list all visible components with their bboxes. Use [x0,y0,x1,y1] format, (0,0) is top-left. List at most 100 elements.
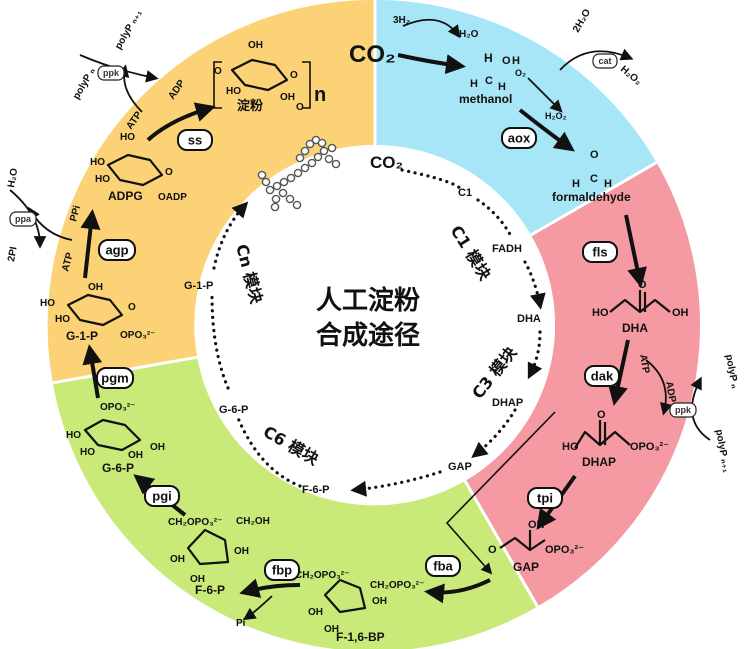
svg-text:ss: ss [188,133,202,148]
cycle-g6p: G-6-P [219,404,248,416]
svg-text:O: O [128,302,136,313]
svg-text:H: H [512,55,520,67]
dak-badge: dak [584,365,620,387]
f6p-label: F-6-P [195,583,225,597]
svg-text:aox: aox [508,131,531,146]
svg-text:HO: HO [40,298,55,309]
opo3-dhap: OPO₃²⁻ [630,441,669,453]
svg-text:O: O [296,102,304,113]
svg-text:fbp: fbp [272,563,292,578]
starch-label: 淀粉 [237,98,263,114]
svg-text:O: O [502,55,511,67]
svg-text:O: O [290,70,298,81]
polyp-n1-left: polyP ₙ₊₁ [113,8,144,51]
cycle-dhap: DHAP [492,397,523,409]
polyp-n-right: polyP ₙ [723,354,740,390]
ppk-badge-right: ppk [669,402,697,418]
svg-text:OH: OH [170,554,185,565]
svg-text:fba: fba [433,559,453,574]
polyp-n1-right: polyP ₙ₊₁ [713,429,731,474]
svg-text:O: O [488,544,497,556]
svg-text:pgm: pgm [101,371,128,386]
svg-text:H: H [604,178,612,190]
svg-text:OH: OH [128,450,143,461]
svg-text:OH: OH [234,546,249,557]
amylopectin-icon [257,135,341,212]
c6-module: fba CH₂OPO₃²⁻ CH₂OPO₃²⁻ OH OH OH F-1,6-B… [66,402,556,644]
svg-text:HO: HO [90,157,105,168]
svg-text:OH: OH [308,607,323,618]
svg-text:fls: fls [592,245,607,260]
svg-text:agp: agp [105,243,128,258]
title-line2: 合成途径 [316,320,420,351]
cycle-co2: CO₂ [370,153,403,172]
inner-circle [195,145,555,505]
ppk-badge-left: ppk [97,65,125,81]
ppi: PPi [68,204,83,223]
tpi-badge: tpi [527,487,563,509]
c6-sector [52,357,538,649]
aox-badge: aox [501,127,537,149]
cat-badge: cat [592,53,618,69]
svg-text:ppa: ppa [15,214,32,224]
cycle-fadh: FADH [492,243,522,255]
svg-text:OH: OH [190,574,205,585]
adpg-label: ADPG [108,189,143,203]
fbp-badge: fbp [264,559,300,581]
svg-text:pgi: pgi [152,489,172,504]
co2-red: CO₂ [349,41,396,68]
svg-text:O: O [590,149,599,161]
cycle-dha: DHA [517,313,541,325]
ch2opo3-f6p: CH₂OPO₃²⁻ [168,517,222,528]
f16bp-label: F-1,6-BP [336,630,385,644]
svg-text:HO: HO [66,430,81,441]
svg-text:OH: OH [150,442,165,453]
svg-text:dak: dak [591,369,614,384]
dhap-label: DHAP [582,455,616,469]
svg-text:OH: OH [88,282,103,293]
atp-right: ATP [637,354,651,375]
o2: O₂ [515,68,526,78]
polyp-n-left: polyP ₙ [71,66,98,102]
h2o2-cat: H₂O₂ [618,64,643,88]
g1p-label: G-1-P [66,329,98,343]
svg-text:HO: HO [592,307,609,319]
svg-text:C: C [485,75,493,87]
fba-badge: fba [425,555,461,577]
two-pi: 2PI [6,246,19,263]
svg-text:C: C [590,173,598,185]
cycle-gap: GAP [448,461,472,473]
svg-text:HO: HO [80,447,95,458]
opo3-gap: OPO₃²⁻ [545,544,584,556]
svg-text:OH: OH [248,40,263,51]
h2o2-product: H₂O₂ [545,111,567,121]
cycle-f6p: F-6-P [302,484,330,496]
svg-text:H: H [498,81,506,93]
svg-text:OH: OH [528,519,545,531]
ch2opo3-f16bp: CH₂OPO₃²⁻ [295,570,349,581]
opo3-g6p: OPO₃²⁻ [100,402,135,413]
svg-text:HO: HO [120,132,135,143]
ppa-badge: ppa [9,211,37,227]
svg-text:H: H [470,78,478,90]
ch2oh-f6p: CH₂OH [236,516,270,527]
cycle-g1p: G-1-P [184,280,213,292]
two-h2o: 2H₂O [571,7,593,34]
ch2opo3-f16bp-b: CH₂OPO₃²⁻ [370,580,424,591]
h2o-left: H₂O [6,167,20,188]
pgm-badge: pgm [96,367,134,389]
svg-text:HO: HO [226,86,241,97]
svg-text:HO: HO [95,174,110,185]
svg-text:ppk: ppk [103,68,120,78]
svg-text:tpi: tpi [537,491,553,506]
atp-left1: ATP [60,251,76,273]
svg-text:O: O [214,66,222,77]
svg-text:O: O [638,279,647,291]
methanol-label: methanol [459,92,512,106]
h2-3: 3H₂ [393,15,410,26]
svg-text:cat: cat [598,56,611,66]
svg-text:OH: OH [324,624,339,635]
ss-badge: ss [177,129,213,151]
svg-text:OH: OH [280,92,295,103]
